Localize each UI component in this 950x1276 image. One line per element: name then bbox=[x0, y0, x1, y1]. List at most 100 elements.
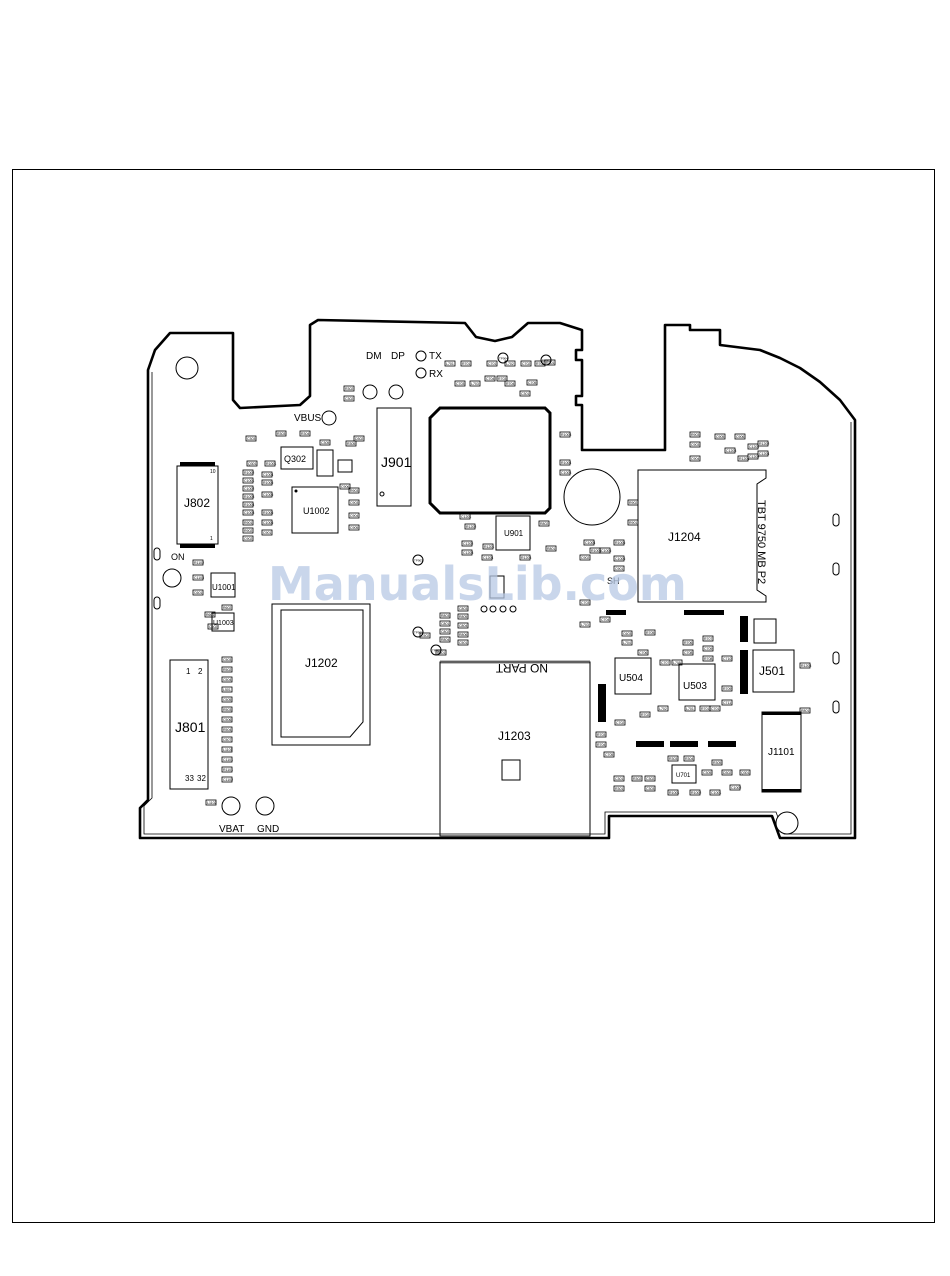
component-pad bbox=[242, 509, 254, 516]
component-pad bbox=[261, 491, 273, 498]
component-designator: C802 bbox=[441, 630, 449, 634]
q302-transistor bbox=[280, 446, 314, 470]
component-pad bbox=[671, 659, 683, 666]
component-designator: L705 bbox=[673, 661, 681, 665]
test-point bbox=[497, 352, 509, 364]
component-pad bbox=[419, 632, 431, 639]
component-designator: C1101 bbox=[223, 758, 233, 762]
component-pad bbox=[579, 599, 591, 606]
component-pad bbox=[579, 621, 591, 628]
component-pad bbox=[702, 635, 714, 642]
component-designator: C1001 bbox=[244, 479, 254, 483]
component-designator: C704 bbox=[601, 618, 609, 622]
component-designator: R304 bbox=[301, 432, 309, 436]
component-designator: R901 bbox=[244, 521, 252, 525]
component-designator: C506 bbox=[223, 718, 231, 722]
component-pad bbox=[682, 649, 694, 656]
component-designator: C1004 bbox=[263, 473, 273, 477]
component-designator: R709 bbox=[723, 687, 731, 691]
component-pad bbox=[207, 623, 219, 630]
u701-chip bbox=[671, 764, 697, 784]
component-designator: C706 bbox=[639, 651, 647, 655]
component-designator: R903 bbox=[350, 489, 358, 493]
component-pad bbox=[595, 731, 607, 738]
component-pad bbox=[343, 395, 355, 402]
component-designator: R701 bbox=[701, 707, 709, 711]
component-designator: R705 bbox=[646, 631, 654, 635]
component-pad bbox=[439, 620, 451, 627]
j501-label: J501 bbox=[759, 664, 785, 678]
component-pad bbox=[689, 789, 701, 796]
component-designator: C1005 bbox=[601, 549, 611, 553]
u901-chip bbox=[495, 515, 531, 551]
component-pad bbox=[461, 549, 473, 556]
component-designator: R1004 bbox=[244, 503, 254, 507]
component-pad bbox=[595, 741, 607, 748]
component-pad bbox=[275, 430, 287, 437]
component-pad bbox=[526, 379, 538, 386]
component-designator: C1003 bbox=[561, 471, 571, 475]
component-designator: R903 bbox=[691, 433, 699, 437]
component-designator: C1002 bbox=[244, 487, 254, 491]
component-designator: D302 bbox=[723, 771, 731, 775]
component-designator: C710 bbox=[723, 657, 731, 661]
component-designator: L702 bbox=[506, 362, 514, 366]
component-designator: C901 bbox=[615, 567, 623, 571]
component-pad bbox=[348, 487, 360, 494]
component-designator: R1202 bbox=[466, 525, 476, 529]
component-pad bbox=[729, 784, 741, 791]
component-pad bbox=[464, 523, 476, 530]
component-designator: R303 bbox=[277, 432, 285, 436]
component-pad bbox=[682, 639, 694, 646]
component-designator: C702 bbox=[522, 362, 530, 366]
component-pad bbox=[457, 639, 469, 646]
component-pad bbox=[667, 755, 679, 762]
component-designator: R305 bbox=[713, 761, 721, 765]
component-designator: C1203 bbox=[463, 551, 473, 555]
j1204-label: J1204 bbox=[668, 530, 701, 544]
component-pad bbox=[583, 539, 595, 546]
vbus-label: VBUS bbox=[294, 413, 322, 424]
svg-text:1: 1 bbox=[210, 536, 213, 542]
component-designator: C902 bbox=[581, 556, 589, 560]
component-designator: R1201 bbox=[739, 457, 749, 461]
component-pad bbox=[461, 540, 473, 547]
component-designator: C305 bbox=[703, 771, 711, 775]
component-pad bbox=[261, 519, 273, 526]
component-pad bbox=[460, 360, 472, 367]
component-designator: C707 bbox=[661, 661, 669, 665]
component-designator: C904 bbox=[350, 514, 358, 518]
u503-chip bbox=[678, 663, 716, 701]
component-designator: R1003 bbox=[561, 433, 571, 437]
component-pad bbox=[799, 662, 811, 669]
component-designator: L501 bbox=[223, 688, 231, 692]
component-pad bbox=[689, 441, 701, 448]
component-designator: C504 bbox=[223, 678, 231, 682]
test-point-label: TP904 bbox=[499, 357, 508, 361]
component-pad bbox=[439, 612, 451, 619]
component-pad bbox=[667, 789, 679, 796]
component-pad bbox=[261, 479, 273, 486]
u1002-label: U1002 bbox=[303, 506, 330, 516]
component-pad bbox=[644, 775, 656, 782]
test-point-label: TP903 bbox=[414, 559, 423, 563]
component-designator: R1006 bbox=[615, 541, 625, 545]
component-designator: R302 bbox=[345, 387, 353, 391]
j1101-label: J1101 bbox=[768, 747, 795, 758]
component-designator: C701 bbox=[711, 707, 719, 711]
component-pad bbox=[613, 555, 625, 562]
component-pad bbox=[701, 769, 713, 776]
component-designator: C801 bbox=[441, 622, 449, 626]
component-designator: L701 bbox=[686, 707, 694, 711]
component-designator: R1203 bbox=[521, 556, 531, 560]
component-pad bbox=[353, 435, 365, 442]
page-frame bbox=[12, 169, 935, 1223]
component-pad bbox=[519, 554, 531, 561]
j501-connector bbox=[752, 649, 795, 693]
component-designator: R1005 bbox=[263, 481, 273, 485]
component-designator: C1203 bbox=[726, 449, 736, 453]
component-designator: C601 bbox=[194, 591, 202, 595]
component-pad bbox=[261, 529, 273, 536]
u701-label: U701 bbox=[676, 773, 691, 779]
component-designator: C904 bbox=[691, 457, 699, 461]
